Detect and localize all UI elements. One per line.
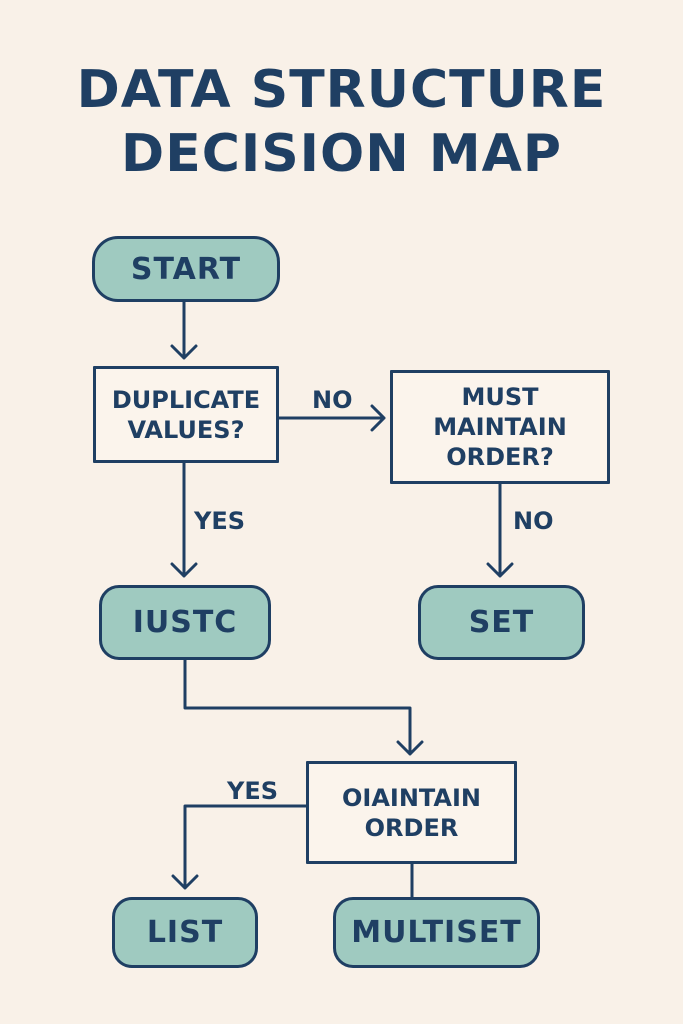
multiset-node: MULTISET (333, 897, 540, 968)
edge-label-duplicate-no: NO (312, 386, 353, 414)
set-node: SET (418, 585, 585, 660)
arrow-duplicate-to-iusic (170, 461, 198, 578)
arrow-start-to-duplicate (170, 300, 198, 360)
edge-label-duplicate-yes: YES (194, 507, 246, 535)
edge-label-order-no: NO (513, 507, 554, 535)
iusic-node: IUSTC (99, 585, 271, 660)
duplicate-values-decision: DUPLICATE VALUES? (93, 366, 279, 463)
arrow-bottom-order-to-list (171, 804, 308, 890)
diagram-title: DATA STRUCTURE DECISION MAP (0, 58, 683, 186)
edge-label-bottom-yes: YES (227, 777, 279, 805)
maintain-order-decision-bottom: OIAINTAIN ORDER (306, 761, 517, 864)
arrow-duplicate-to-order (276, 404, 386, 432)
list-node: LIST (112, 897, 258, 968)
title-line-1: DATA STRUCTURE (76, 60, 607, 120)
title-line-2: DECISION MAP (121, 124, 562, 184)
arrow-order-to-set (486, 482, 514, 578)
arrow-iusic-to-bottom-order (183, 658, 424, 756)
start-node: START (92, 236, 280, 302)
must-maintain-order-decision: MUST MAINTAIN ORDER? (390, 370, 610, 484)
